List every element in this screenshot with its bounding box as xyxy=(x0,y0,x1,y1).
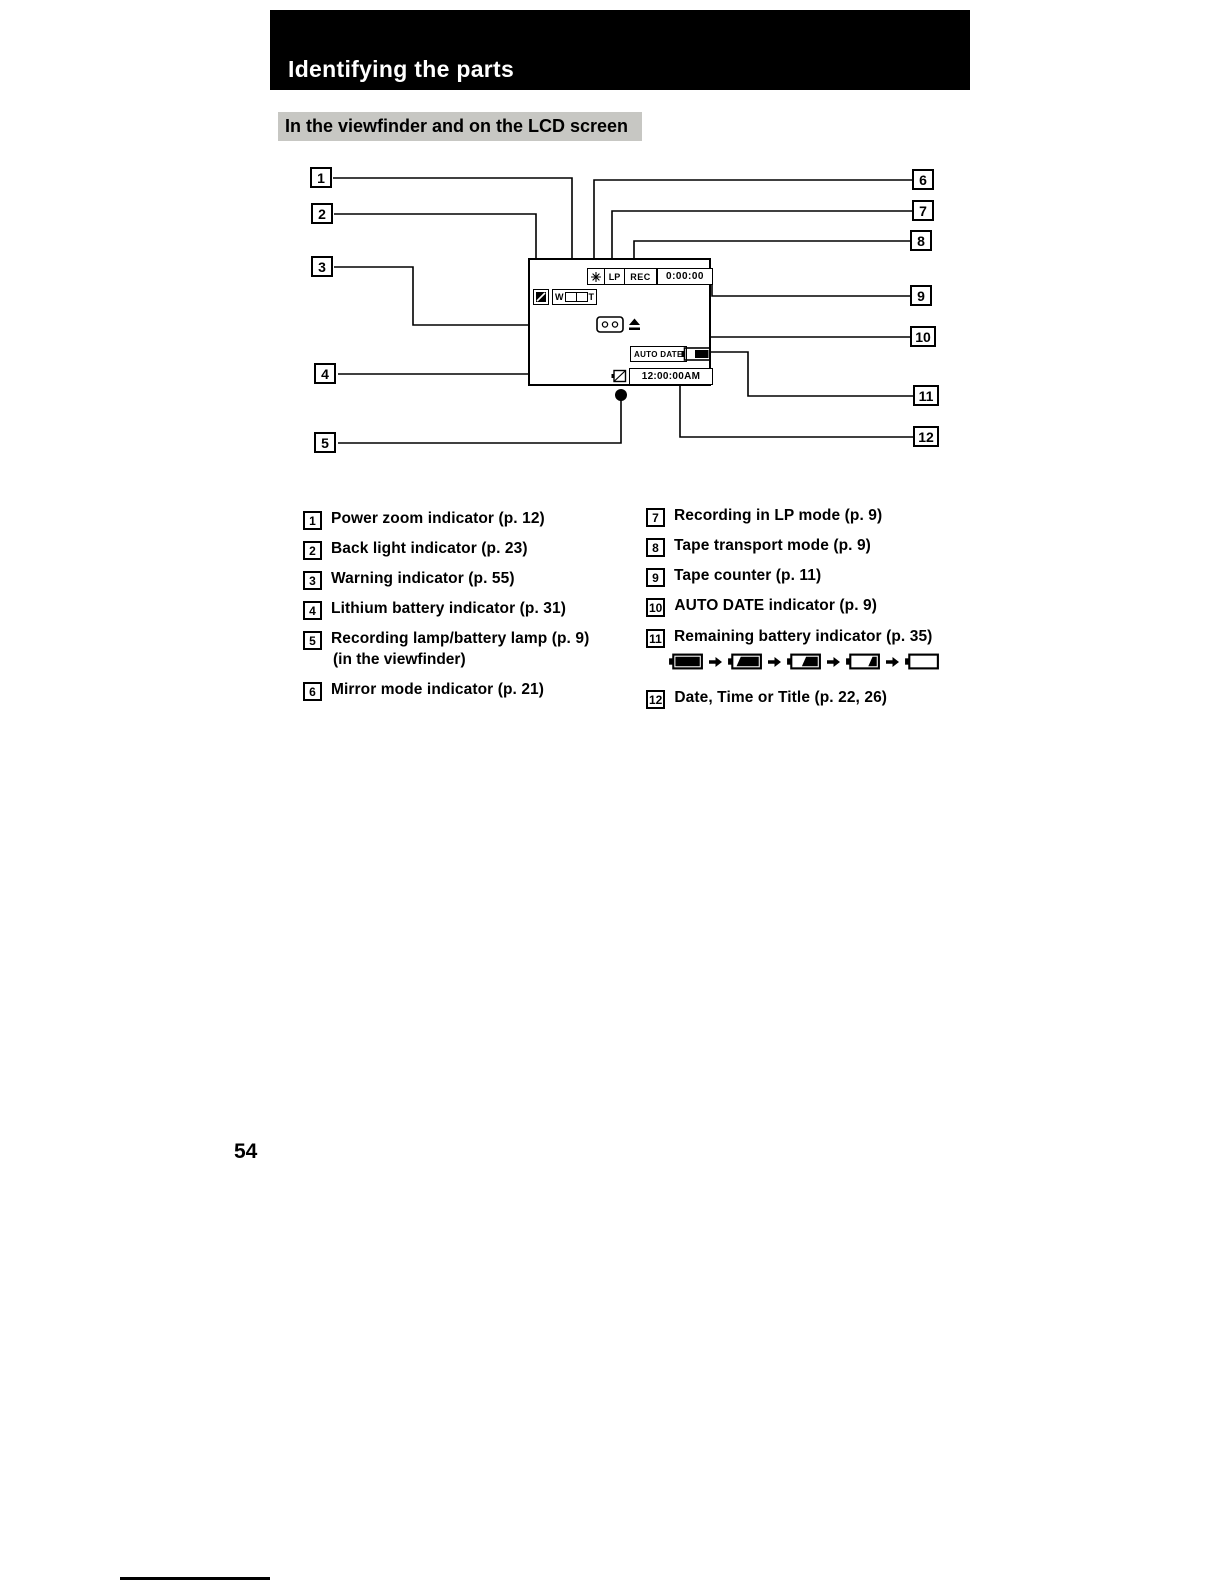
legend-item-10: 10 AUTO DATE indicator (p. 9) xyxy=(646,597,877,617)
battery-empty-icon xyxy=(905,653,939,670)
legend-item-8: 8 Tape transport mode (p. 9) xyxy=(646,537,871,557)
callout-10: 10 xyxy=(910,326,936,347)
zoom-bar-icon xyxy=(564,292,588,302)
legend-number-4: 4 xyxy=(303,601,322,620)
legend-number-3: 3 xyxy=(303,571,322,590)
legend-label-7: Recording in LP mode (p. 9) xyxy=(674,507,883,524)
battery-level-sequence xyxy=(668,653,940,670)
legend-item-12: 12 Date, Time or Title (p. 22, 26) xyxy=(646,689,887,709)
battery-icon xyxy=(681,347,711,361)
recording-lamp-dot xyxy=(615,389,627,401)
arrow-icon xyxy=(768,656,781,667)
rec-indicator: REC xyxy=(624,268,657,285)
zoom-tele-label: T xyxy=(588,292,595,302)
callout-4: 4 xyxy=(314,363,336,384)
legend-label-1: Power zoom indicator (p. 12) xyxy=(331,510,545,527)
legend-item-2: 2 Back light indicator (p. 23) xyxy=(303,540,528,560)
eject-icon xyxy=(629,318,640,330)
legend-number-12: 12 xyxy=(646,690,666,709)
mirror-mode-icon xyxy=(587,268,605,285)
warning-indicator xyxy=(596,316,641,333)
lp-mode-indicator: LP xyxy=(604,268,625,285)
legend-label-11: Remaining battery indicator (p. 35) xyxy=(674,628,933,645)
page-title: Identifying the parts xyxy=(288,56,515,82)
cassette-icon xyxy=(596,316,624,333)
arrow-icon xyxy=(886,656,899,667)
backlight-icon xyxy=(533,289,549,305)
battery-quarter-icon xyxy=(846,653,880,670)
callout-3: 3 xyxy=(311,256,333,277)
legend-item-4: 4 Lithium battery indicator (p. 31) xyxy=(303,600,566,620)
callout-12: 12 xyxy=(913,426,939,447)
legend-number-8: 8 xyxy=(646,538,665,557)
zoom-wide-label: W xyxy=(555,292,564,302)
legend-number-1: 1 xyxy=(303,511,322,530)
legend-item-7: 7 Recording in LP mode (p. 9) xyxy=(646,507,882,527)
legend-item-9: 9 Tape counter (p. 11) xyxy=(646,567,821,587)
callout-1: 1 xyxy=(310,167,332,188)
callout-8: 8 xyxy=(910,230,932,251)
battery-half-icon xyxy=(787,653,821,670)
power-zoom-indicator: W T xyxy=(552,289,597,305)
legend-item-3: 3 Warning indicator (p. 55) xyxy=(303,570,515,590)
legend-label-12: Date, Time or Title (p. 22, 26) xyxy=(674,689,888,706)
legend-number-9: 9 xyxy=(646,568,665,587)
title-banner: Identifying the parts xyxy=(270,10,970,90)
callout-2: 2 xyxy=(311,203,333,224)
legend-number-7: 7 xyxy=(646,508,665,527)
section-heading: In the viewfinder and on the LCD screen xyxy=(278,112,643,141)
callout-11: 11 xyxy=(913,385,939,406)
arrow-icon xyxy=(709,656,722,667)
legend-label-5: Recording lamp/battery lamp (p. 9) xyxy=(331,630,590,647)
legend-label-10: AUTO DATE indicator (p. 9) xyxy=(674,597,878,614)
lithium-battery-icon xyxy=(611,369,627,383)
legend-label-6: Mirror mode indicator (p. 21) xyxy=(331,681,545,698)
legend-number-6: 6 xyxy=(303,682,322,701)
callout-5: 5 xyxy=(314,432,336,453)
callout-6: 6 xyxy=(912,169,934,190)
legend-item-1: 1 Power zoom indicator (p. 12) xyxy=(303,510,545,530)
legend-label-8: Tape transport mode (p. 9) xyxy=(674,537,871,554)
battery-three-quarter-icon xyxy=(728,653,762,670)
legend-label-2: Back light indicator (p. 23) xyxy=(331,540,528,557)
legend-label-4: Lithium battery indicator (p. 31) xyxy=(331,600,566,617)
legend-label-3: Warning indicator (p. 55) xyxy=(331,570,515,587)
arrow-icon xyxy=(827,656,840,667)
battery-full-icon xyxy=(669,653,703,670)
legend-number-11: 11 xyxy=(646,629,665,648)
legend-item-6: 6 Mirror mode indicator (p. 21) xyxy=(303,681,544,701)
legend-number-5: 5 xyxy=(303,631,322,650)
legend-number-10: 10 xyxy=(646,598,666,617)
callout-9: 9 xyxy=(910,285,932,306)
auto-date-indicator: AUTO DATE xyxy=(630,346,687,362)
top-indicator-row: LP REC xyxy=(587,268,657,285)
legend-number-2: 2 xyxy=(303,541,322,560)
legend-item-5: 5 Recording lamp/battery lamp (p. 9) xyxy=(303,630,589,650)
tape-counter: 0:00:00 xyxy=(657,268,713,285)
bottom-rule xyxy=(120,1577,270,1580)
datetime-indicator: 12:00:00AM xyxy=(629,368,713,385)
lcd-screen: LP REC 0:00:00 W T AUTO DATE xyxy=(528,258,713,386)
legend-item-11: 11 Remaining battery indicator (p. 35) xyxy=(646,628,932,648)
legend-label-5-sub: (in the viewfinder) xyxy=(333,651,466,668)
legend-label-9: Tape counter (p. 11) xyxy=(674,567,822,584)
page-number: 54 xyxy=(234,1140,258,1163)
callout-7: 7 xyxy=(912,200,934,221)
